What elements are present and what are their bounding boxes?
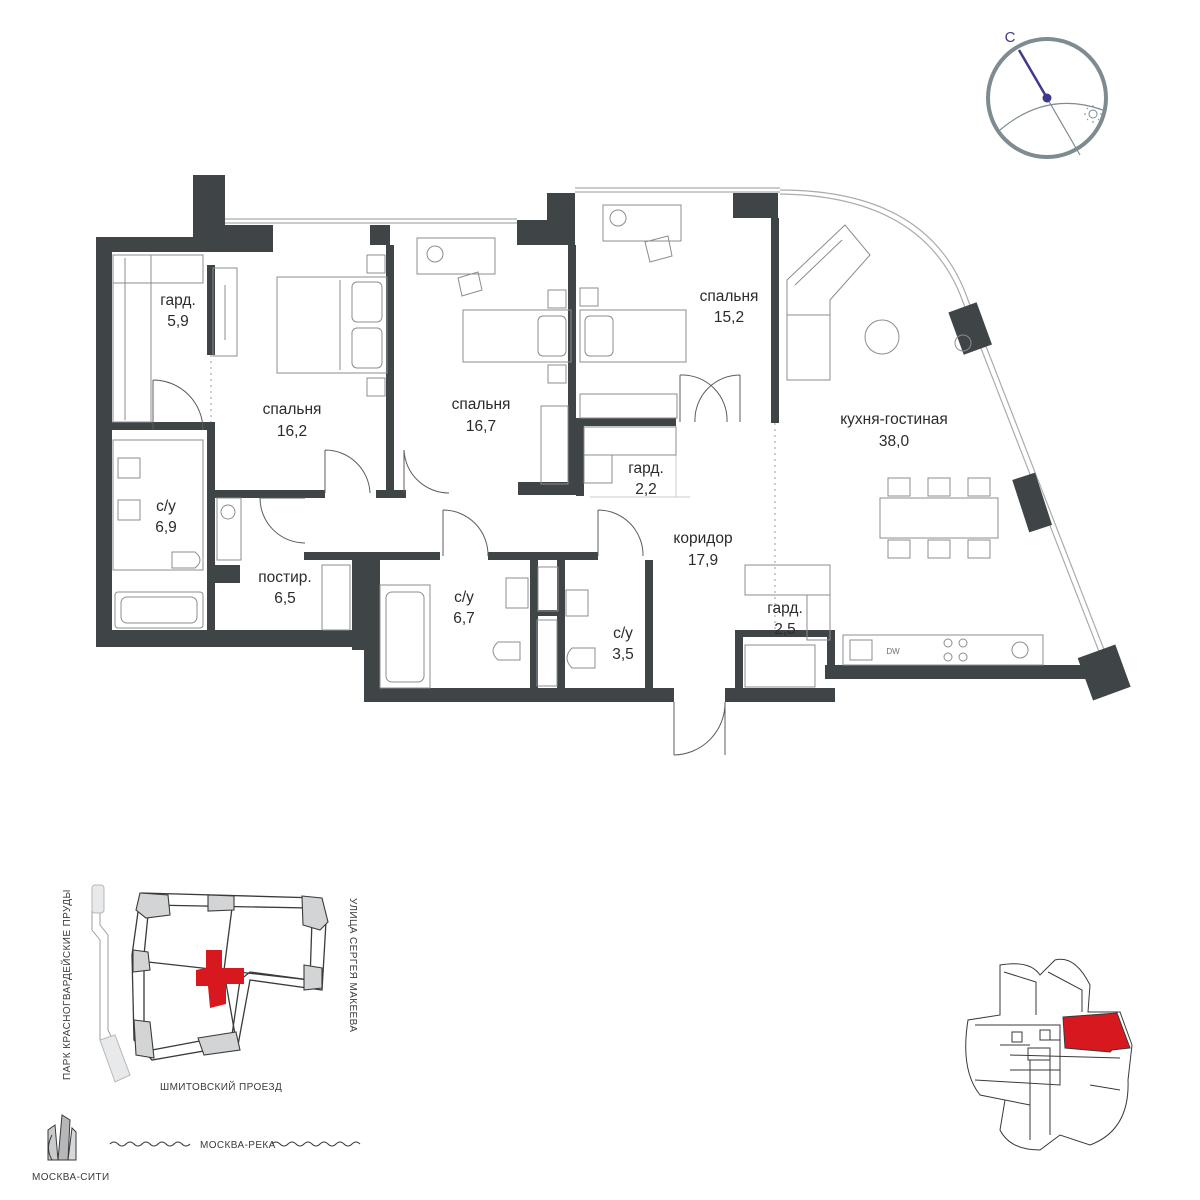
room-area-laundry: 6,5 [274, 590, 296, 607]
room-area-wardrobe-2: 2,2 [635, 481, 657, 498]
compass-arc [999, 102, 1104, 131]
room-area-kitchen-living: 38,0 [879, 433, 910, 450]
dishwasher-label: DW [886, 647, 900, 656]
bathroom-2-fixtures [379, 577, 558, 689]
label-river: МОСКВА-РЕКА [200, 1140, 276, 1151]
room-area-wardrobe-1: 5,9 [167, 313, 189, 330]
doors [152, 374, 741, 756]
room-name-wardrobe-2: гард. [628, 460, 664, 477]
room-name-bathroom-2: с/у [454, 589, 474, 606]
compass: С [986, 29, 1108, 159]
wardrobe-2-shelving [583, 426, 677, 484]
label-city-logo: МОСКВА-СИТИ [32, 1172, 110, 1183]
laundry-fixtures [216, 497, 351, 631]
moscow-city-logo [47, 1114, 77, 1161]
apartment-plan: DW [96, 175, 1131, 756]
room-area-bedroom-1: 16,2 [277, 423, 307, 440]
floor-key-plan [965, 958, 1133, 1151]
bedroom-2-furniture [416, 237, 572, 485]
label-park: ПАРК КРАСНОГВАРДЕЙСКИЕ ПРУДЫ [60, 889, 73, 1080]
bathroom-3-fixtures [537, 566, 596, 669]
label-street-right: УЛИЦА СЕРГЕЯ МАКЕЕВА [347, 898, 358, 1032]
complex-towers [132, 892, 329, 1059]
highlighted-building [196, 950, 244, 1008]
wardrobe-3-shelving [744, 564, 831, 688]
site-plan: ПАРК КРАСНОГВАРДЕЙСКИЕ ПРУДЫ УЛИЦА СЕРГЕ… [32, 884, 361, 1183]
compass-center [1042, 93, 1052, 103]
bedroom-3-furniture [579, 204, 687, 419]
room-name-laundry: постир. [258, 569, 311, 586]
room-name-wardrobe-3: гард. [767, 600, 803, 617]
bathroom-1-fixtures [112, 439, 204, 629]
room-area-bedroom-3: 15,2 [714, 309, 744, 326]
park-marker-top [91, 884, 105, 914]
room-name-kitchen-living: кухня-гостиная [840, 411, 948, 428]
room-name-bedroom-2: спальня [452, 396, 511, 413]
park-marker-bottom [99, 1034, 131, 1083]
room-labels: гард. 5,9 спальня 16,2 спальня 16,7 спал… [155, 288, 948, 663]
room-name-corridor: коридор [673, 530, 732, 547]
river-wave-right [271, 1141, 361, 1147]
compass-ring [986, 37, 1108, 159]
room-area-bathroom-1: 6,9 [155, 519, 177, 536]
bedroom-1-furniture [276, 254, 388, 397]
river-wave-left [109, 1141, 191, 1147]
label-street-bottom: ШМИТОВСКИЙ ПРОЕЗД [160, 1080, 282, 1093]
room-name-bedroom-1: спальня [263, 401, 322, 418]
room-name-wardrobe-1: гард. [160, 292, 196, 309]
room-area-bathroom-2: 6,7 [453, 610, 475, 627]
compass-needle [1017, 49, 1049, 99]
room-area-corridor: 17,9 [688, 552, 718, 569]
sun-icon [1084, 105, 1102, 123]
room-name-bathroom-1: с/у [156, 498, 176, 515]
highlighted-apartment [1062, 1012, 1131, 1053]
kitchen-living-furniture: DW [786, 224, 1044, 666]
wardrobe-1-shelving [112, 254, 238, 423]
glazing [225, 187, 1111, 668]
room-area-wardrobe-3: 2,5 [774, 621, 796, 638]
compass-north-label: С [1005, 29, 1016, 46]
walls [96, 175, 1131, 702]
room-name-bedroom-3: спальня [700, 288, 759, 305]
room-name-bathroom-3: с/у [613, 625, 633, 642]
room-area-bedroom-2: 16,7 [466, 418, 496, 435]
compass-axis [1046, 97, 1081, 156]
room-area-bathroom-3: 3,5 [612, 646, 634, 663]
